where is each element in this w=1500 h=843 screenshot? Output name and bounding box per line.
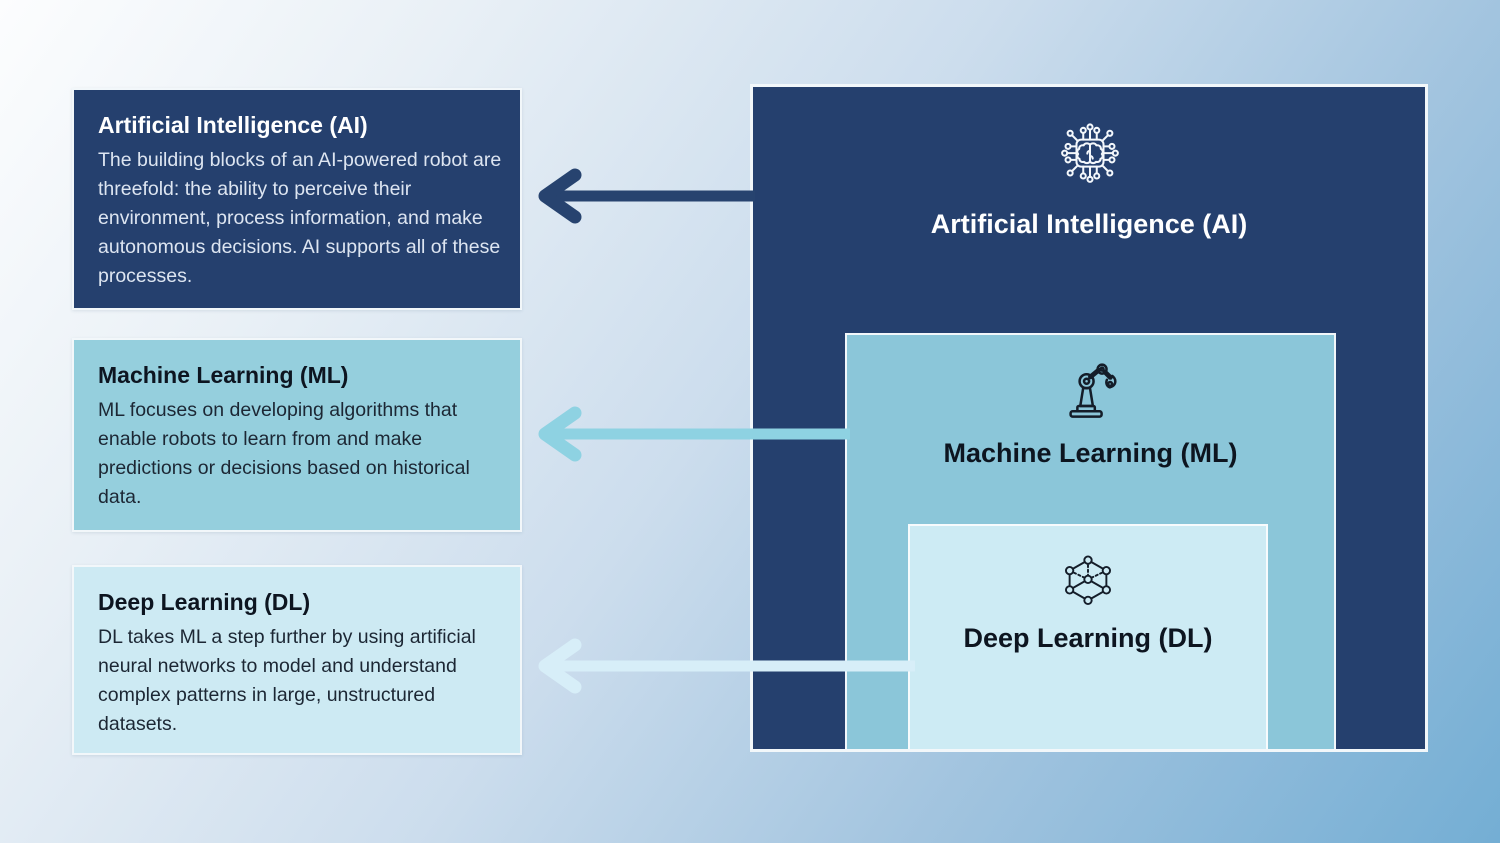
dl-arrow xyxy=(538,638,915,694)
dl-box-label: Deep Learning (DL) xyxy=(963,623,1213,653)
ml-panel-title: Machine Learning (ML) xyxy=(98,362,349,388)
neural-network-icon xyxy=(1060,554,1116,610)
ml-arrow xyxy=(538,406,850,462)
ai-panel-body: The building blocks of an AI-powered rob… xyxy=(98,149,502,287)
neural-network-nodes xyxy=(1064,555,1112,606)
ml-description-panel: Machine Learning (ML) ML focuses on deve… xyxy=(72,338,522,532)
ai-chip-brain-icon xyxy=(1052,118,1128,190)
ai-description-panel: Artificial Intelligence (AI) The buildin… xyxy=(72,88,522,310)
ai-panel-title: Artificial Intelligence (AI) xyxy=(98,112,368,138)
ai-arrow xyxy=(538,168,755,224)
ai-box-label: Artificial Intelligence (AI) xyxy=(930,209,1248,239)
dl-description-panel: Deep Learning (DL) DL takes ML a step fu… xyxy=(72,565,522,755)
ml-panel-body: ML focuses on developing algorithms that… xyxy=(98,399,470,508)
ml-box-label: Machine Learning (ML) xyxy=(943,438,1238,468)
robot-arm-icon xyxy=(1058,358,1120,420)
dl-panel-title: Deep Learning (DL) xyxy=(98,589,311,615)
dl-panel-body: DL takes ML a step further by using arti… xyxy=(98,626,476,735)
